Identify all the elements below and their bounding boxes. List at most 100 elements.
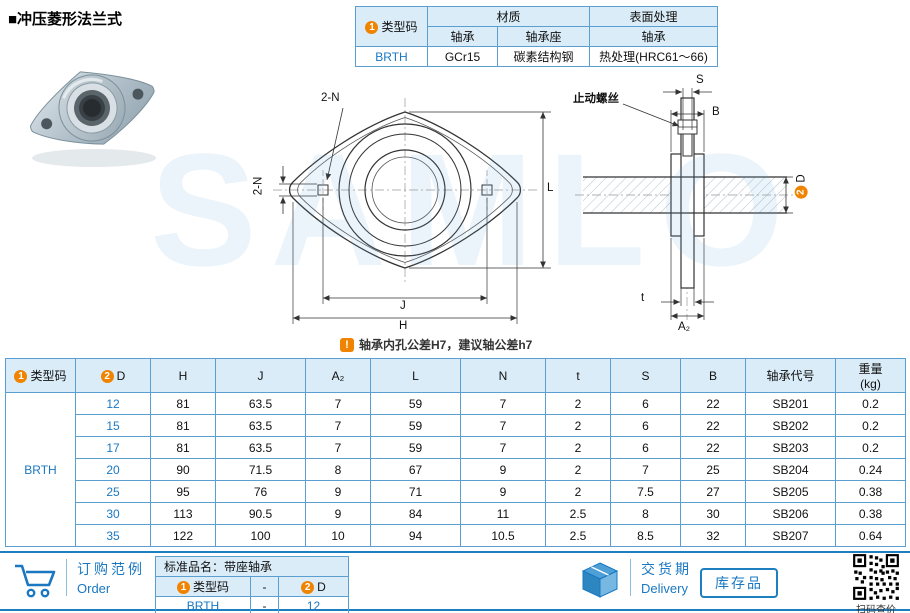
cell-t: 2.5 [545, 502, 611, 525]
cell-b: 32 [680, 524, 746, 547]
col-t: t [545, 358, 611, 393]
sample-col-d-label: D [317, 579, 326, 594]
order-label-cn: 订购范例 [77, 561, 145, 577]
cell-n: 9 [460, 480, 546, 503]
cell-j: 71.5 [215, 458, 306, 481]
col-l: L [370, 358, 461, 393]
cell-a2: 7 [305, 436, 371, 459]
cell-weight: 0.2 [835, 392, 906, 415]
dim-label-a2: A₂ [678, 321, 691, 333]
order-section-label: 订购范例 Order [66, 559, 145, 596]
col-s: S [610, 358, 681, 393]
cell-d[interactable]: 20 [75, 458, 151, 481]
dim-label-h: H [399, 320, 408, 332]
cell-weight: 0.2 [835, 436, 906, 459]
cell-weight: 0.24 [835, 458, 906, 481]
circle-2-icon: 2 [100, 369, 114, 383]
cell-t: 2.5 [545, 524, 611, 547]
qr-caption: 扫码查价 [856, 605, 896, 613]
col-j: J [215, 358, 306, 393]
cell-t: 2 [545, 458, 611, 481]
col-type-code-label: 类型码 [30, 369, 67, 383]
cell-a2: 10 [305, 524, 371, 547]
product-photo [6, 46, 178, 174]
cell-s: 8 [610, 502, 681, 525]
cell-d[interactable]: 35 [75, 524, 151, 547]
front-view-svg [273, 98, 551, 324]
table-row: 35 122 100 10 94 10.5 2.5 8.5 32 SB207 0… [6, 524, 906, 547]
cell-type-code[interactable]: BRTH [355, 46, 428, 67]
table-row: BRTH 12 81 63.5 7 59 7 2 6 22 SB201 0.2 [5, 392, 906, 547]
cell-b: 25 [680, 458, 746, 481]
dim-label-d-text: D [795, 174, 808, 183]
qr-code [852, 553, 900, 606]
circle-1-icon: 1 [176, 581, 190, 594]
circle-1-icon: 1 [365, 21, 379, 34]
cell-j: 63.5 [215, 414, 306, 437]
cell-j: 90.5 [215, 502, 306, 525]
product-photo-image [30, 71, 156, 167]
col-bearing: 轴承 [427, 26, 498, 47]
cell-housing-material: 碳素结构钢 [497, 46, 590, 67]
cell-weight: 0.2 [835, 414, 906, 437]
cell-a2: 7 [305, 392, 371, 415]
cell-h: 81 [150, 436, 216, 459]
side-view-svg [575, 88, 801, 320]
cell-h: 90 [150, 458, 216, 481]
cell-b: 22 [680, 392, 746, 415]
col-weight: 重量(kg) [835, 358, 906, 393]
cell-l: 84 [370, 502, 461, 525]
dim-label-l: L [547, 182, 554, 194]
cell-a2: 9 [305, 480, 371, 503]
sample-val-type: BRTH [155, 596, 251, 613]
cell-l: 67 [370, 458, 461, 481]
package-icon [578, 558, 622, 607]
standard-name-value: 带座轴承 [224, 560, 273, 574]
divider-top [0, 551, 910, 553]
col-material: 材质 [427, 6, 590, 27]
standard-name-label: 标准品名： [164, 560, 225, 574]
cell-d[interactable]: 17 [75, 436, 151, 459]
cell-t: 2 [545, 414, 611, 437]
cell-h: 113 [150, 502, 216, 525]
col-surface-bearing: 轴承 [589, 26, 718, 47]
table-row: 25 95 76 9 71 9 2 7.5 27 SB205 0.38 [6, 480, 906, 503]
cell-s: 7 [610, 458, 681, 481]
col-d-label: D [116, 368, 126, 383]
col-weight-label2: (kg) [860, 377, 881, 391]
front-view-drawing: 2-N 2-N J H L [245, 70, 565, 340]
cell-type-code[interactable]: BRTH [5, 392, 76, 547]
cell-s: 6 [610, 392, 681, 415]
alert-icon: ! [340, 337, 354, 352]
cell-d[interactable]: 30 [75, 502, 151, 525]
cell-a2: 7 [305, 414, 371, 437]
cell-d[interactable]: 25 [75, 480, 151, 503]
circle-1-icon: 1 [14, 370, 28, 383]
cell-d[interactable]: 12 [75, 392, 151, 415]
cell-b: 22 [680, 414, 746, 437]
col-weight-label1: 重量 [858, 362, 883, 376]
cell-code: SB203 [745, 436, 836, 459]
cell-l: 94 [370, 524, 461, 547]
cell-code: SB207 [745, 524, 836, 547]
stock-item-button[interactable]: 库存品 [700, 568, 778, 598]
side-view-drawing: 止动螺丝 S B 2D t A₂ [565, 70, 810, 340]
cell-j: 76 [215, 480, 306, 503]
cell-n: 7 [460, 392, 546, 415]
cell-l: 59 [370, 414, 461, 437]
standard-name-cell: 标准品名：带座轴承 [155, 556, 349, 577]
cell-h: 122 [150, 524, 216, 547]
cart-icon [12, 560, 60, 607]
sample-col-dash: - [250, 576, 279, 597]
cell-n: 7 [460, 414, 546, 437]
divider-bottom [0, 609, 910, 611]
cell-d[interactable]: 15 [75, 414, 151, 437]
